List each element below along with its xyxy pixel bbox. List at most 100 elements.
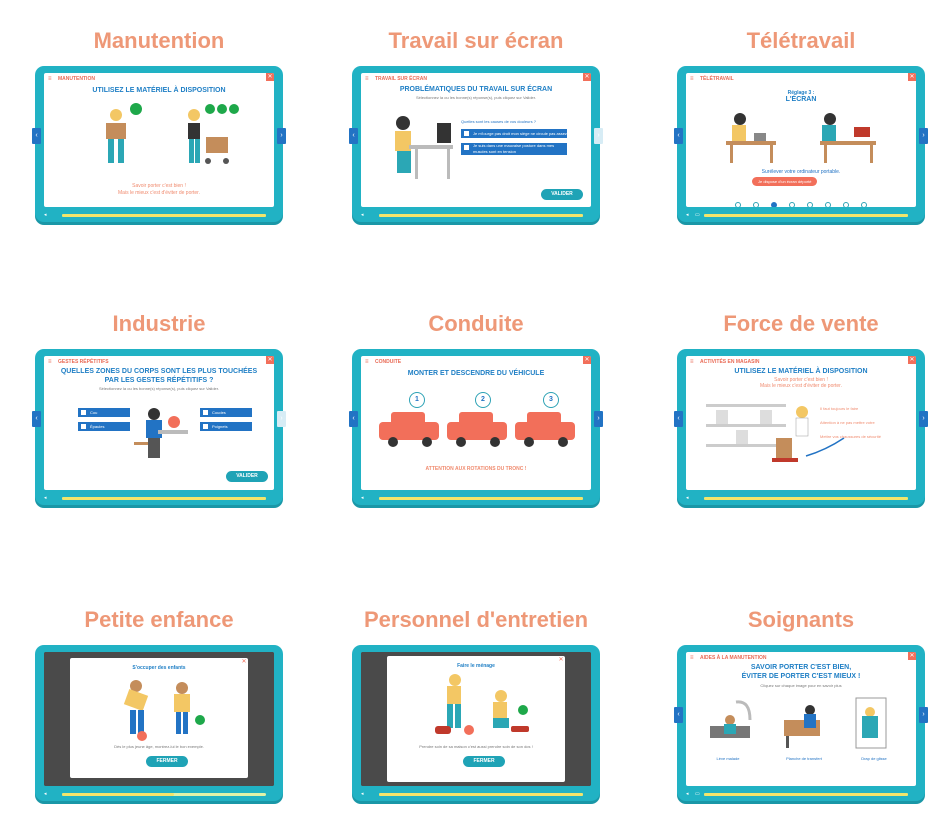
tablet-frame: ≡CONDUITE ✕ MONTER ET DESCENDRE DU VÉHIC…: [349, 349, 603, 505]
close-button[interactable]: FERMER: [463, 756, 505, 767]
progress-fill: [62, 214, 266, 217]
prev-arrow-icon[interactable]: ‹: [32, 411, 41, 427]
next-arrow-icon[interactable]: ›: [919, 707, 928, 723]
menu-icon[interactable]: ≡: [690, 76, 694, 82]
prev-arrow-icon[interactable]: ‹: [674, 411, 683, 427]
sound-icon[interactable]: ◂: [361, 495, 364, 501]
subtitle-icon[interactable]: ▭: [695, 791, 700, 797]
sound-icon[interactable]: ◂: [686, 495, 689, 501]
prev-arrow-icon[interactable]: ‹: [349, 128, 358, 144]
progress-track[interactable]: [62, 793, 266, 796]
headline-2: ÉVITER DE PORTER C'EST MIEUX !: [741, 673, 861, 680]
next-arrow-icon[interactable]: ›: [594, 128, 603, 144]
item-label-1[interactable]: Lève malade: [716, 756, 740, 761]
validate-button[interactable]: VALIDER: [541, 189, 583, 200]
module-header-label: GESTES RÉPÉTITIFS: [58, 359, 109, 365]
care-equipment-illustration[interactable]: [706, 696, 902, 752]
option-2[interactable]: Je suis dans une mauvaise posture dans m…: [461, 143, 567, 155]
sound-icon[interactable]: ◂: [361, 791, 364, 797]
close-icon[interactable]: ✕: [266, 73, 274, 81]
menu-icon[interactable]: ≡: [365, 359, 369, 365]
card-industrie[interactable]: Industrie ≡GESTES RÉPÉTITIFS ✕ QUELLES Z…: [29, 309, 289, 505]
menu-icon[interactable]: ≡: [690, 655, 694, 661]
dot[interactable]: [861, 202, 867, 207]
option-cou[interactable]: Cou: [78, 408, 130, 417]
prev-arrow-icon[interactable]: ‹: [674, 707, 683, 723]
tablet-screen: ≡GESTES RÉPÉTITIFS ✕ QUELLES ZONES DU CO…: [44, 356, 274, 490]
card-force-de-vente[interactable]: Force de vente ≡ACTIVITÉS EN MAGASIN ✕ U…: [671, 309, 931, 505]
option-poignets[interactable]: Poignets: [200, 422, 252, 431]
step-2: 2: [475, 392, 491, 408]
prev-arrow-icon[interactable]: ‹: [349, 411, 358, 427]
sound-icon[interactable]: ◂: [44, 495, 47, 501]
dot-active[interactable]: [771, 202, 777, 207]
item-label-2[interactable]: Planche de transfert: [786, 756, 822, 761]
close-icon[interactable]: ✕: [558, 657, 564, 663]
progress-track[interactable]: [704, 214, 908, 217]
progress-track[interactable]: [379, 214, 583, 217]
progress-fill: [62, 497, 266, 500]
dot[interactable]: [843, 202, 849, 207]
card-personnel-entretien[interactable]: Personnel d'entretien ✕ Faire le ménage …: [346, 605, 606, 801]
next-arrow-icon[interactable]: ›: [919, 411, 928, 427]
module-header: ≡ACTIVITÉS EN MAGASIN: [690, 359, 759, 365]
prev-arrow-icon[interactable]: ‹: [32, 128, 41, 144]
option-epaules[interactable]: Épaules: [78, 422, 130, 431]
subtitle-icon[interactable]: ▭: [695, 212, 700, 218]
dot[interactable]: [753, 202, 759, 207]
sound-icon[interactable]: ◂: [44, 791, 47, 797]
progress-track[interactable]: [62, 497, 266, 500]
cars-illustration: [379, 412, 575, 447]
close-icon[interactable]: ✕: [583, 356, 591, 364]
prev-arrow-icon[interactable]: ‹: [674, 128, 683, 144]
option-1[interactable]: Je m'lourge pas droit mon siège ne circu…: [461, 129, 567, 138]
next-arrow-icon[interactable]: ›: [594, 411, 603, 427]
progress-track[interactable]: [704, 497, 908, 500]
progress-track[interactable]: [704, 793, 908, 796]
card-teletravail[interactable]: Télétravail ≡TÉLÉTRAVAIL ✕ Réglage 3 : L…: [671, 26, 931, 222]
progress-track[interactable]: [379, 793, 583, 796]
progress-track[interactable]: [379, 497, 583, 500]
close-icon[interactable]: ✕: [241, 659, 247, 665]
card-conduite[interactable]: Conduite ≡CONDUITE ✕ MONTER ET DESCENDRE…: [346, 309, 606, 505]
close-button[interactable]: FERMER: [146, 756, 188, 767]
player-bar: ◂ ▭: [686, 790, 916, 798]
sound-icon[interactable]: ◂: [44, 212, 47, 218]
dot[interactable]: [825, 202, 831, 207]
modal-title: Faire le ménage: [457, 663, 495, 669]
sound-icon[interactable]: ◂: [686, 791, 689, 797]
close-icon[interactable]: ✕: [908, 652, 916, 660]
tip-3: Mettre vos chaussures de sécurité: [820, 434, 881, 439]
card-soignants[interactable]: Soignants ≡AIDES À LA MANUTENTION ✕ SAVO…: [671, 605, 931, 801]
close-icon[interactable]: ✕: [908, 73, 916, 81]
dot[interactable]: [807, 202, 813, 207]
card-petite-enfance[interactable]: Petite enfance ✕ S'occuper des enfants D…: [29, 605, 289, 801]
headline: MONTER ET DESCENDRE DU VÉHICULE: [407, 370, 545, 377]
progress-track[interactable]: [62, 214, 266, 217]
item-label-3[interactable]: Drap de glisse: [861, 756, 887, 761]
next-arrow-icon[interactable]: ›: [277, 128, 286, 144]
close-icon[interactable]: ✕: [583, 73, 591, 81]
next-arrow-icon[interactable]: ›: [919, 128, 928, 144]
close-icon[interactable]: ✕: [908, 356, 916, 364]
option-coudes[interactable]: Coudes: [200, 408, 252, 417]
sound-icon[interactable]: ◂: [361, 212, 364, 218]
next-arrow-icon[interactable]: ›: [277, 411, 286, 427]
dot[interactable]: [735, 202, 741, 207]
menu-icon[interactable]: ≡: [690, 359, 694, 365]
card-manutention[interactable]: Manutention ≡MANUTENTION ✕ UTILISEZ LE M…: [29, 26, 289, 222]
dot[interactable]: [789, 202, 795, 207]
module-header: ≡MANUTENTION: [48, 76, 95, 82]
headline-1: SAVOIR PORTER C'EST BIEN,: [750, 664, 852, 671]
menu-icon[interactable]: ≡: [48, 76, 52, 82]
option-pill[interactable]: Je dispose d'un écran déporté: [752, 177, 818, 186]
menu-icon[interactable]: ≡: [365, 76, 369, 82]
validate-button[interactable]: VALIDER: [226, 471, 268, 482]
module-header-label: AIDES À LA MANUTENTION: [700, 655, 767, 661]
sound-icon[interactable]: ◂: [686, 212, 689, 218]
progress-fill: [704, 793, 908, 796]
close-icon[interactable]: ✕: [266, 356, 274, 364]
card-travail-sur-ecran[interactable]: Travail sur écran ≡TRAVAIL SUR ÉCRAN ✕ P…: [346, 26, 606, 222]
menu-icon[interactable]: ≡: [48, 359, 52, 365]
tip-2: Attention à ne pas mettre votre: [820, 420, 875, 425]
